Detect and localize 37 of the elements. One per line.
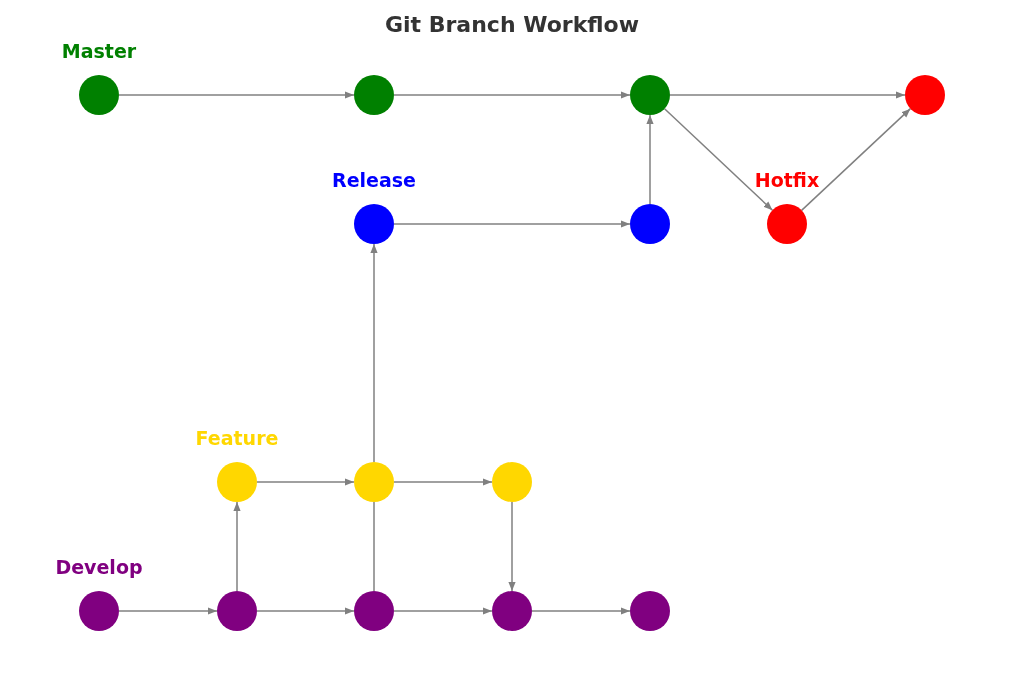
arrow	[800, 107, 912, 212]
arrow	[531, 607, 631, 615]
commit-node	[217, 462, 257, 502]
arrow	[393, 478, 493, 486]
arrow	[370, 243, 378, 463]
commit-node	[354, 462, 394, 502]
commit-node	[79, 591, 119, 631]
branch-label: Develop	[55, 555, 143, 580]
branch-label: Master	[61, 39, 137, 64]
commit-node	[217, 591, 257, 631]
commit-node	[354, 204, 394, 244]
diagram-title: Git Branch Workflow	[384, 11, 640, 39]
arrow	[118, 607, 218, 615]
arrow	[118, 91, 355, 99]
arrow	[669, 91, 906, 99]
arrow	[393, 220, 631, 228]
arrow	[508, 501, 516, 592]
arrow	[233, 501, 241, 592]
commit-node	[79, 75, 119, 115]
arrow	[393, 91, 631, 99]
commit-node	[492, 462, 532, 502]
arrow	[256, 607, 355, 615]
branch-label: Hotfix	[754, 168, 820, 193]
commit-node	[630, 75, 670, 115]
branch-label: Feature	[195, 426, 279, 451]
commit-node	[905, 75, 945, 115]
arrow	[663, 107, 774, 212]
commit-node	[354, 75, 394, 115]
arrow	[646, 114, 654, 205]
commit-node	[492, 591, 532, 631]
commit-node	[354, 591, 394, 631]
arrow	[256, 478, 355, 486]
commit-node	[630, 591, 670, 631]
branch-label: Release	[332, 168, 416, 193]
commit-node	[630, 204, 670, 244]
arrow	[393, 607, 493, 615]
commit-node	[767, 204, 807, 244]
